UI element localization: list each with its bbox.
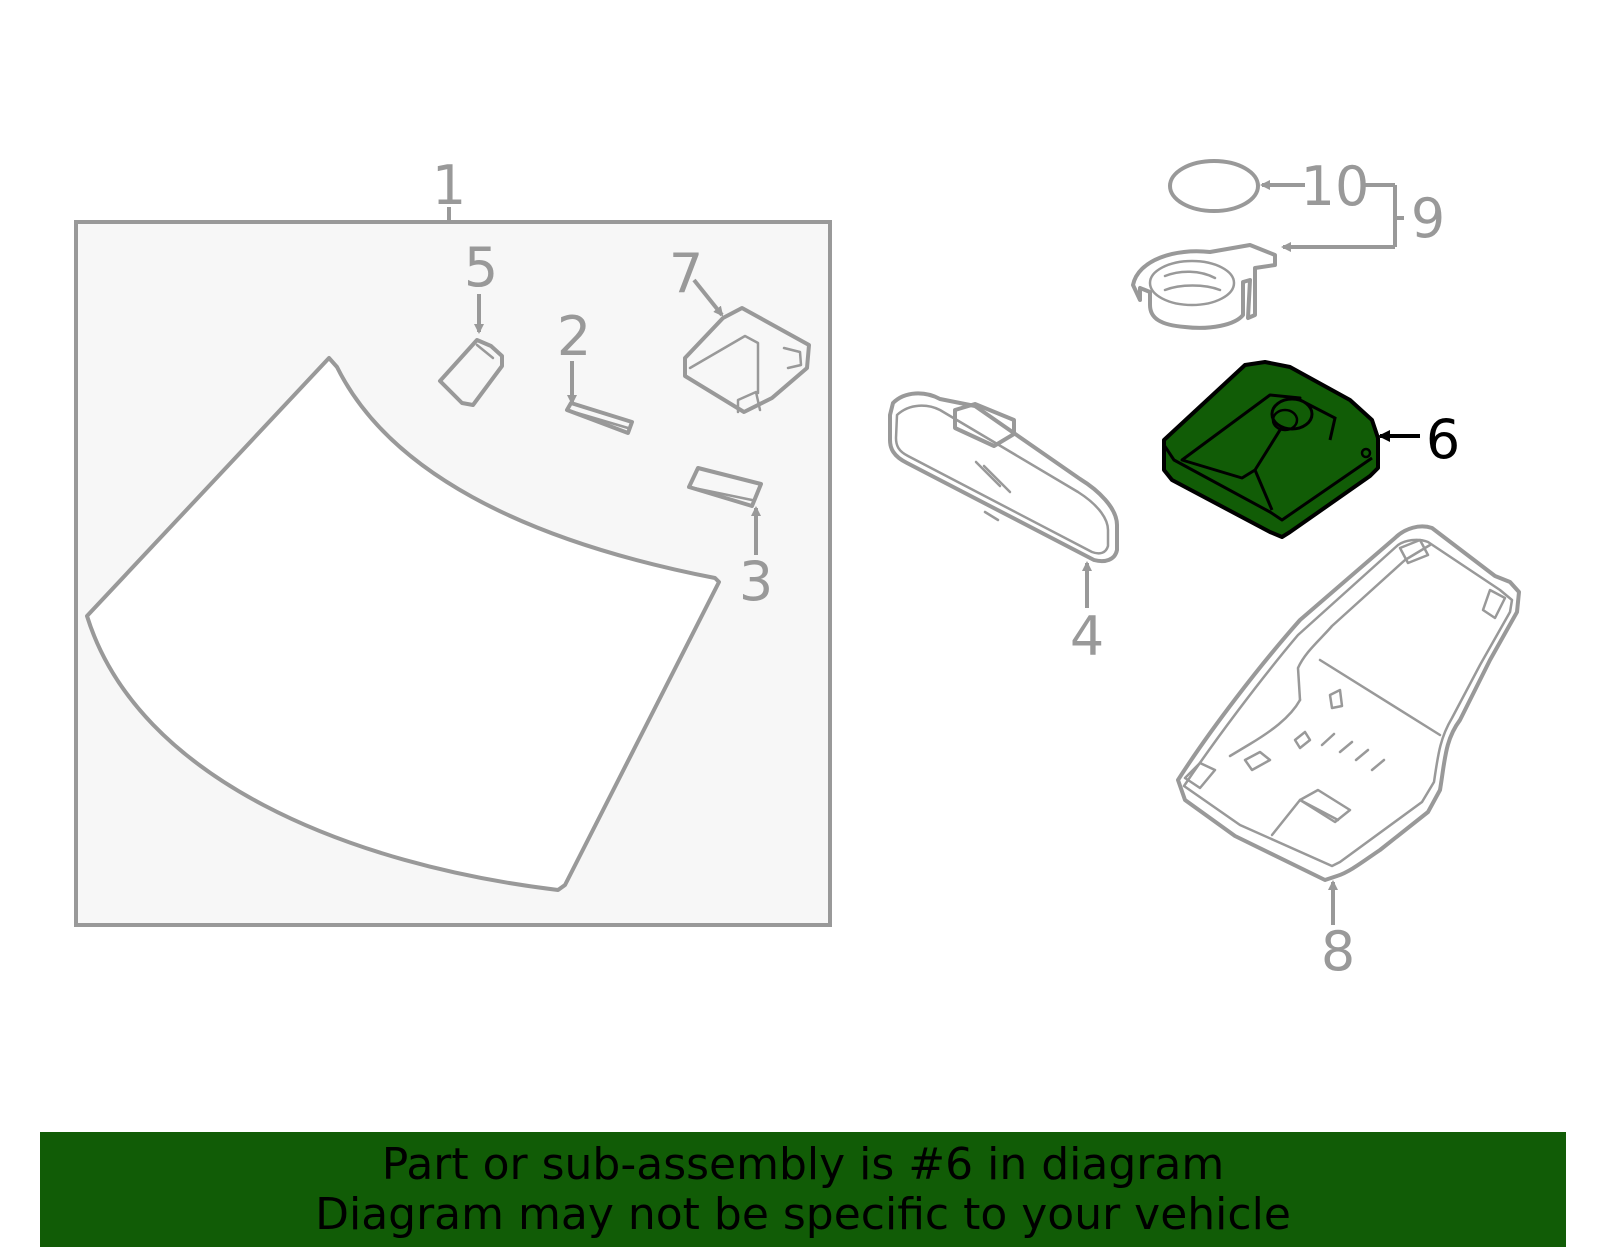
callout-9: 9 xyxy=(1411,187,1445,250)
callout-4: 4 xyxy=(1070,605,1104,668)
callout-5: 5 xyxy=(464,236,498,299)
part-6-sensor-module xyxy=(1162,360,1420,539)
part-4-rearview-mirror xyxy=(888,391,1119,608)
banner-line-1: Part or sub-assembly is #6 in diagram xyxy=(381,1138,1225,1190)
windshield-glass xyxy=(85,356,721,892)
part-8-trim-cover xyxy=(1176,524,1521,925)
info-banner: Part or sub-assembly is #6 in diagram Di… xyxy=(40,1132,1566,1247)
part-9-sensor-housing xyxy=(1131,183,1404,330)
callout-10: 10 xyxy=(1301,155,1370,218)
banner-line-2: Diagram may not be specific to your vehi… xyxy=(315,1188,1291,1240)
callout-3: 3 xyxy=(739,550,773,613)
part-10-o-ring xyxy=(1168,159,1305,213)
part-3-strip xyxy=(687,466,763,555)
part-2-strip xyxy=(565,361,634,435)
part-5-bracket xyxy=(438,294,504,407)
part-7-mount-bracket xyxy=(683,278,811,414)
callout-6: 6 xyxy=(1426,408,1460,471)
callout-2: 2 xyxy=(557,305,591,368)
callout-7: 7 xyxy=(669,242,703,305)
callout-1: 1 xyxy=(432,154,466,217)
callout-8: 8 xyxy=(1321,920,1355,983)
